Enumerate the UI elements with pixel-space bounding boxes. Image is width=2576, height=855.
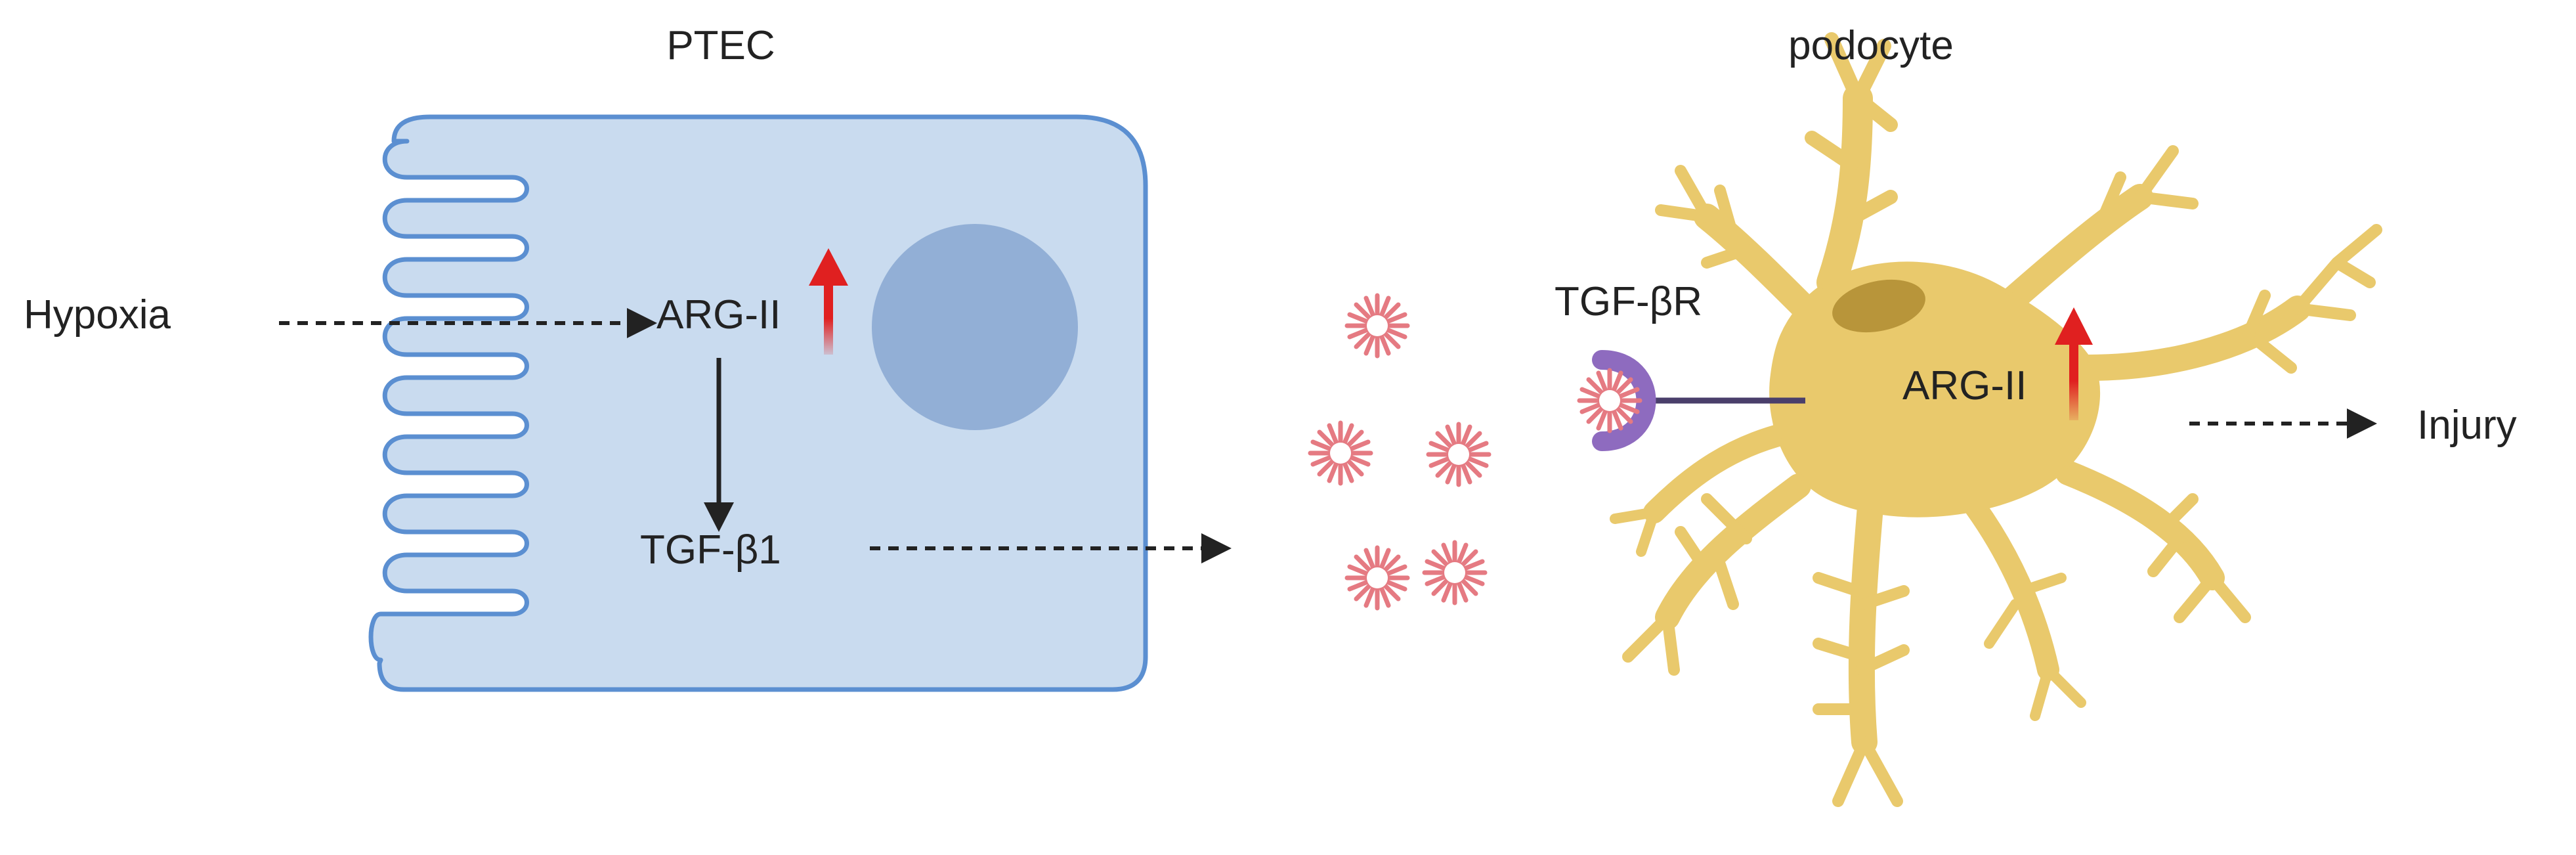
tgf-particle-icon	[1310, 423, 1371, 483]
tgf-particle-icon	[1347, 548, 1407, 608]
podocyte-nucleus	[1832, 279, 1925, 333]
ptec-cell	[368, 114, 1148, 692]
tgf-particle-icon	[1428, 424, 1489, 485]
tgf-particle-icon	[1347, 296, 1407, 356]
ptec-arg-ii-label: ARG-II	[656, 292, 781, 338]
podocyte-arg-ii-label: ARG-II	[1902, 363, 2027, 408]
ptec-nucleus	[872, 224, 1078, 430]
hypoxia-label: Hypoxia	[24, 292, 171, 338]
podocyte-title: podocyte	[1788, 23, 1954, 68]
ptec-title: PTEC	[666, 23, 775, 68]
tgf-particle-icon	[1425, 542, 1485, 603]
tgf-beta-receptor-icon	[1579, 350, 1805, 451]
podocyte-cell	[1610, 32, 2382, 807]
ptec-arg-ii-up-arrow-icon	[809, 248, 848, 355]
bound-tgf-particle-icon	[1579, 370, 1640, 431]
tgf-beta-receptor-label: TGF-βR	[1555, 279, 1702, 324]
injury-label: Injury	[2417, 403, 2517, 448]
arg-to-tgf-arrow	[704, 358, 734, 532]
podocyte-arg-ii-up-arrow-icon	[2055, 307, 2093, 420]
tgf-particles	[1310, 296, 1489, 608]
tgf-beta1-label: TGF-β1	[640, 527, 781, 573]
